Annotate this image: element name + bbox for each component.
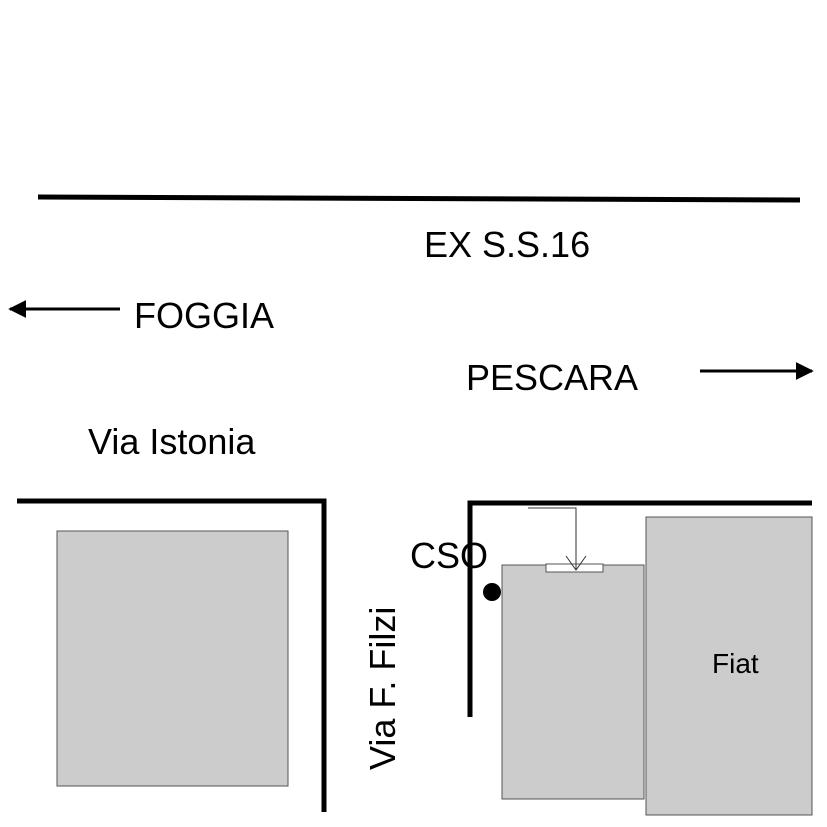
- fiat-building: [645, 516, 813, 816]
- right-block-street-edge: [467, 500, 812, 717]
- street-vertical-label: Via F. Filzi: [362, 607, 403, 770]
- middle-building: [501, 564, 645, 800]
- street-horizontal-label: Via Istonia: [88, 421, 256, 462]
- direction-right-label: PESCARA: [466, 357, 638, 398]
- left-block-street-edge: [17, 498, 327, 812]
- location-marker-dot-icon: [483, 583, 501, 601]
- entrance-arrow-icon: [528, 507, 577, 570]
- building-label: Fiat: [712, 648, 759, 679]
- point-label: CSO: [410, 535, 488, 576]
- left-building: [56, 530, 289, 787]
- direction-left-label: FOGGIA: [134, 295, 274, 336]
- entrance-arrow-head: [565, 555, 587, 571]
- main-road-label: EX S.S.16: [424, 224, 590, 265]
- main-road-line: [37, 194, 801, 203]
